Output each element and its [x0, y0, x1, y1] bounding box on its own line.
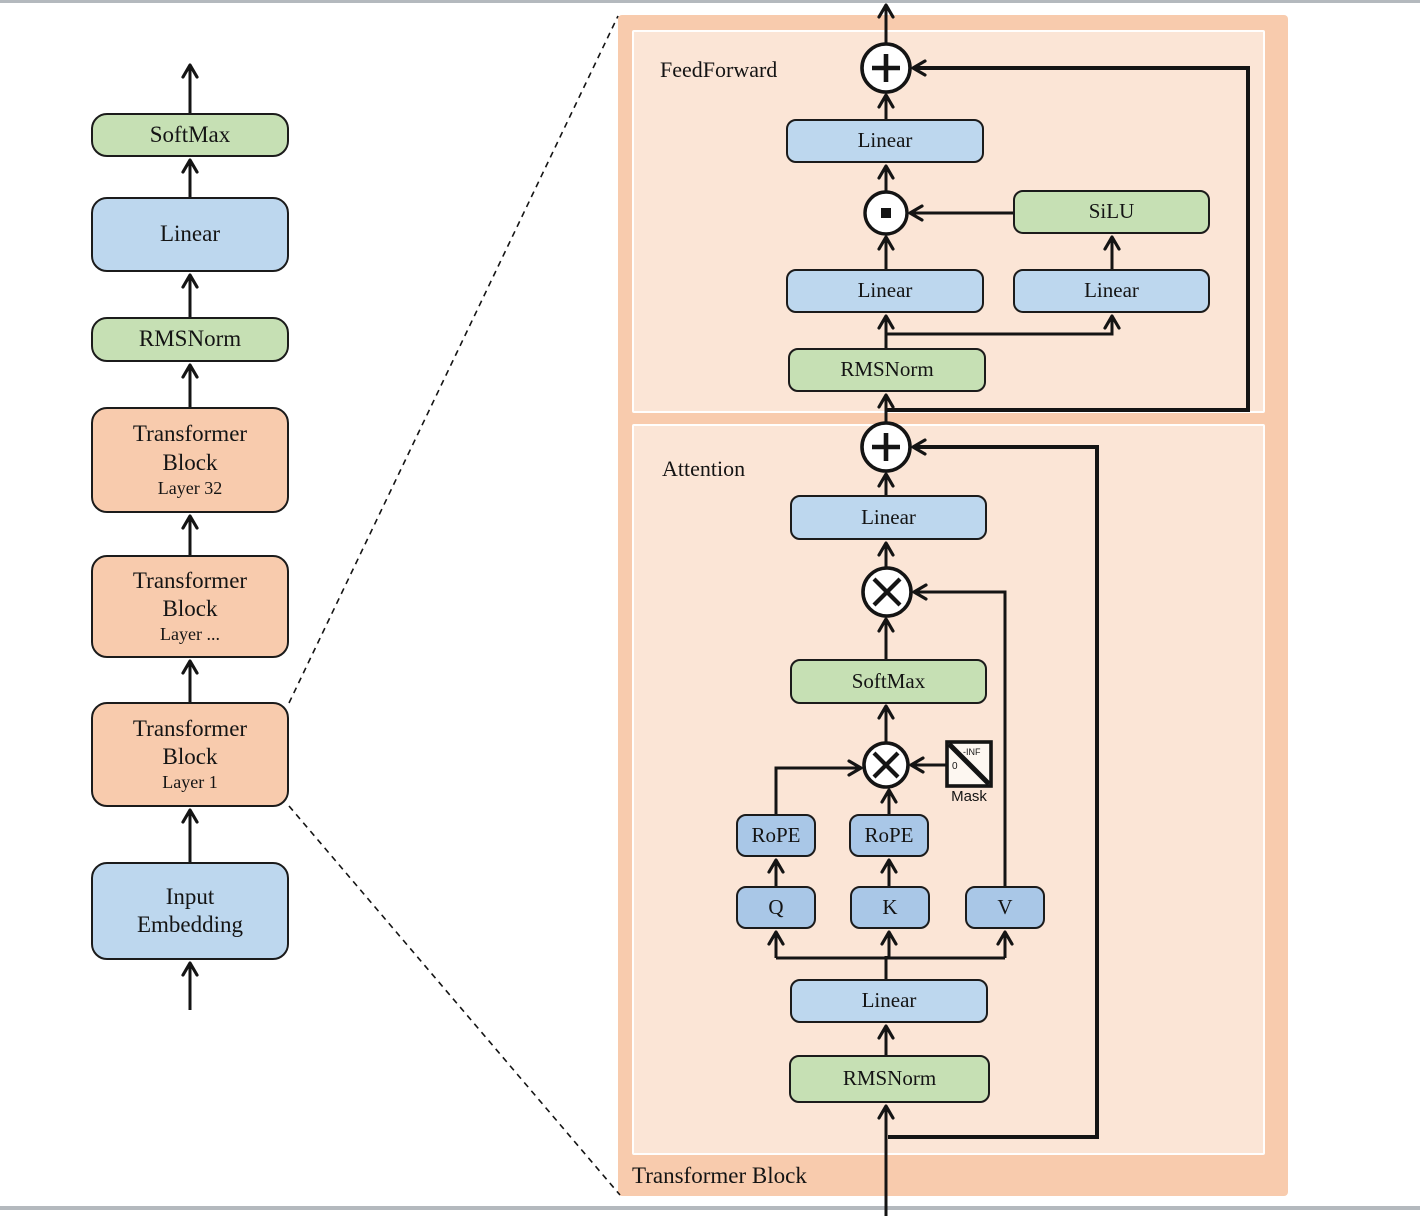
value-path-line [912, 583, 1007, 886]
ff-linear-gate-box: Linear [786, 269, 984, 313]
matmul-icon-attn-v [861, 566, 913, 618]
ff-silu-box: SiLU [1013, 190, 1210, 234]
feedforward-arrows [877, 3, 1250, 423]
left-node-input-embedding: Input Embedding [91, 862, 289, 960]
rope-k-box: RoPE [849, 814, 929, 857]
attention-arrows [767, 438, 1099, 1216]
mask-neg-inf-label: -INF [963, 747, 981, 757]
attention-residual-line [888, 438, 1099, 1139]
v-box: V [965, 886, 1045, 929]
add-icon-feedforward [860, 42, 912, 94]
attn-linear-out-box: Linear [790, 495, 987, 540]
attn-rmsnorm-box: RMSNorm [789, 1055, 990, 1103]
feedforward-residual-line [886, 59, 1250, 412]
elementwise-product-icon [863, 190, 909, 236]
left-node-softmax: SoftMax [91, 113, 289, 157]
ff-linear-out-box: Linear [786, 119, 984, 163]
left-node-transformer-block-32: Transformer Block Layer 32 [91, 407, 289, 513]
query-path-line [774, 759, 863, 814]
left-node-rmsnorm: RMSNorm [91, 317, 289, 362]
attn-linear-in-box: Linear [790, 979, 988, 1023]
k-box: K [850, 886, 930, 929]
add-icon-attention [860, 421, 912, 473]
top-border-line [0, 0, 1420, 3]
matmul-icon-qk [862, 741, 910, 789]
mask-icon [945, 740, 993, 788]
rope-q-box: RoPE [736, 814, 816, 857]
feedforward-label: FeedForward [660, 57, 778, 82]
attn-softmax-box: SoftMax [790, 659, 987, 704]
zoom-guide-lines [288, 15, 621, 1196]
mask-label: Mask [951, 788, 987, 805]
bottom-border-line [0, 1206, 1420, 1210]
ff-rmsnorm-box: RMSNorm [788, 348, 986, 392]
ff-linear-up-box: Linear [1013, 269, 1210, 313]
transformer-block-panel-title: Transformer Block [632, 1163, 807, 1188]
q-box: Q [736, 886, 816, 929]
left-node-linear: Linear [91, 197, 289, 272]
attention-label: Attention [662, 456, 746, 481]
mask-zero-label: 0 [952, 761, 958, 772]
left-node-transformer-block-1: Transformer Block Layer 1 [91, 702, 289, 807]
attention-panel [632, 424, 1265, 1155]
left-node-transformer-block-mid: Transformer Block Layer ... [91, 555, 289, 658]
